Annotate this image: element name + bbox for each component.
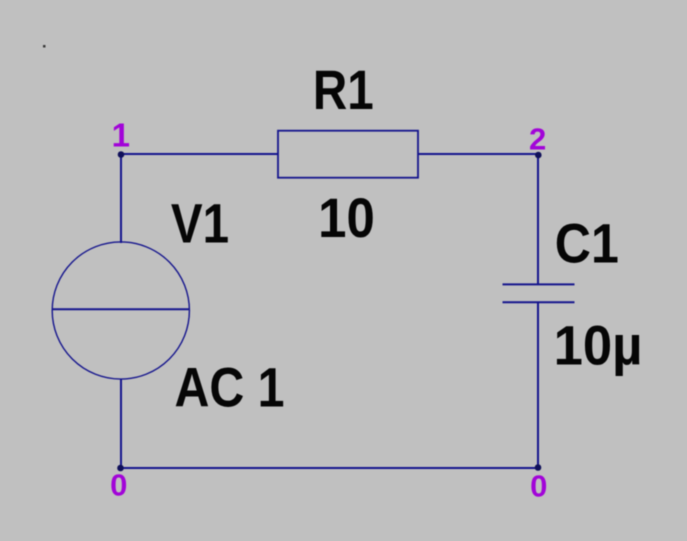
svg-text:C1: C1 xyxy=(555,213,619,275)
svg-text:V1: V1 xyxy=(171,193,229,255)
svg-text:AC 1: AC 1 xyxy=(174,357,284,419)
svg-text:10: 10 xyxy=(318,188,375,250)
svg-text:0: 0 xyxy=(530,469,547,504)
svg-text:R1: R1 xyxy=(313,59,374,121)
svg-text:1: 1 xyxy=(112,116,130,153)
svg-text:0: 0 xyxy=(110,468,127,503)
svg-text:10µ: 10µ xyxy=(554,314,643,377)
svg-text:2: 2 xyxy=(529,121,546,156)
